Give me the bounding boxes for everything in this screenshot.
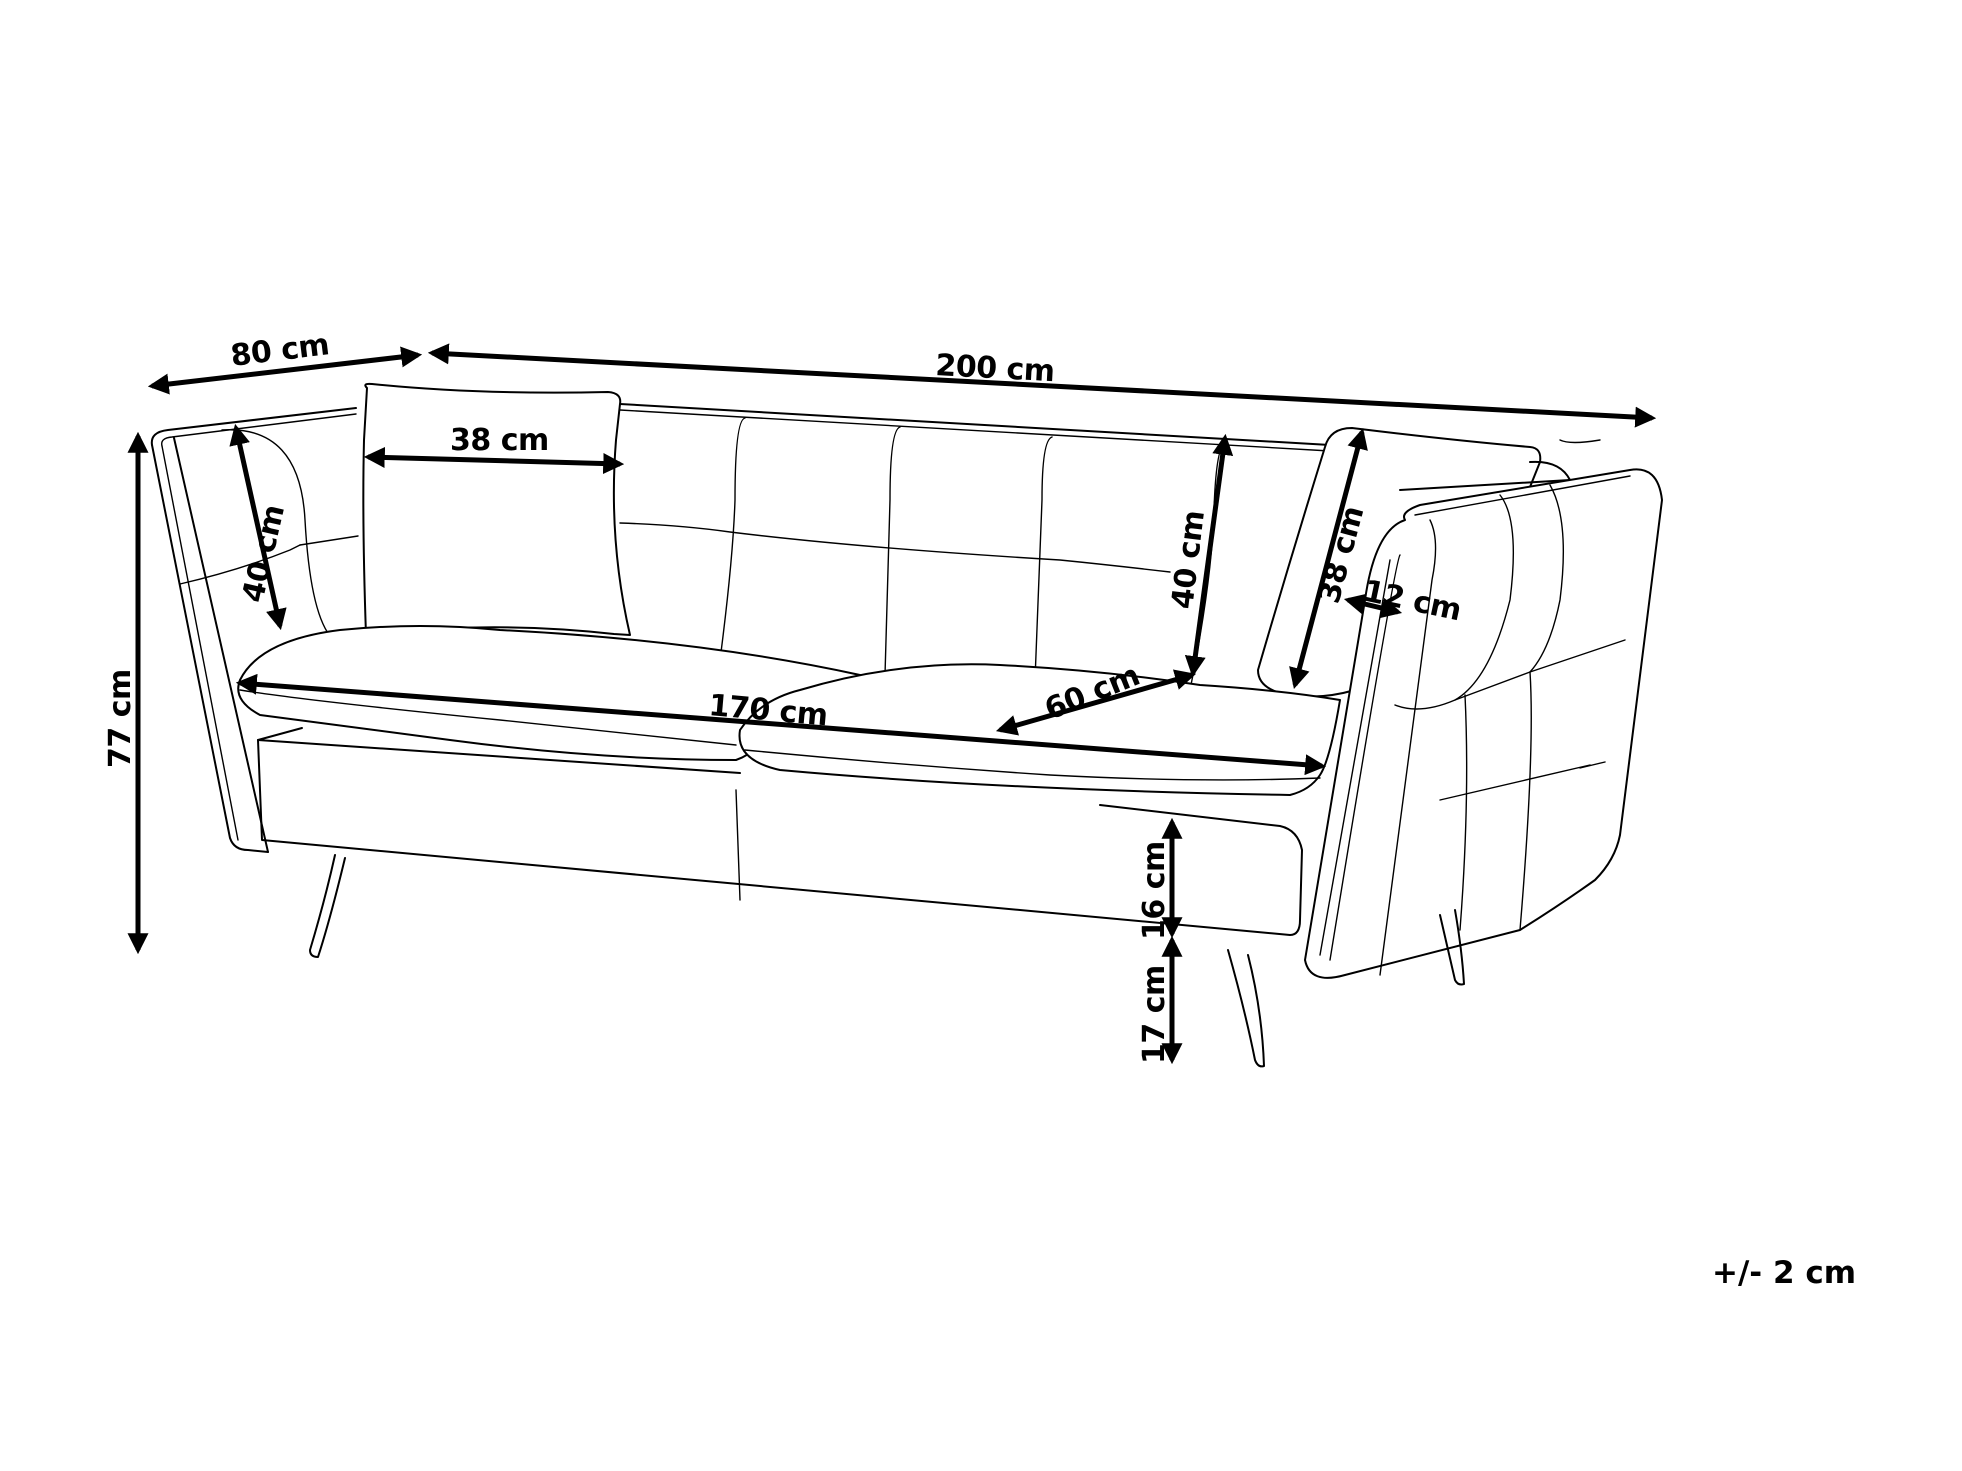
sofa-outline [150, 382, 1663, 1068]
depth-arrow [147, 346, 423, 395]
seat-width-arrow [235, 673, 1327, 776]
armrest-width-arrow [1343, 593, 1403, 619]
pillow-height-arrow [1289, 427, 1368, 690]
back-height-left-label: 40 cm [236, 502, 292, 606]
leg-height-label: 17 cm [1137, 965, 1172, 1064]
tolerance-note: +/- 2 cm [1712, 1255, 1856, 1291]
width-arrow [427, 343, 1657, 428]
seat-depth-arrow [995, 669, 1197, 736]
back-height-left-arrow [229, 423, 287, 631]
dimension-lines [127, 343, 1657, 1065]
pillow-width-arrow [363, 446, 625, 475]
pillow-width-label: 38 cm [450, 423, 549, 458]
back-height-right-arrow [1184, 433, 1234, 678]
height-label: 77 cm [103, 669, 138, 768]
frame-height-label: 16 cm [1137, 841, 1172, 940]
width-label: 200 cm [935, 348, 1056, 389]
